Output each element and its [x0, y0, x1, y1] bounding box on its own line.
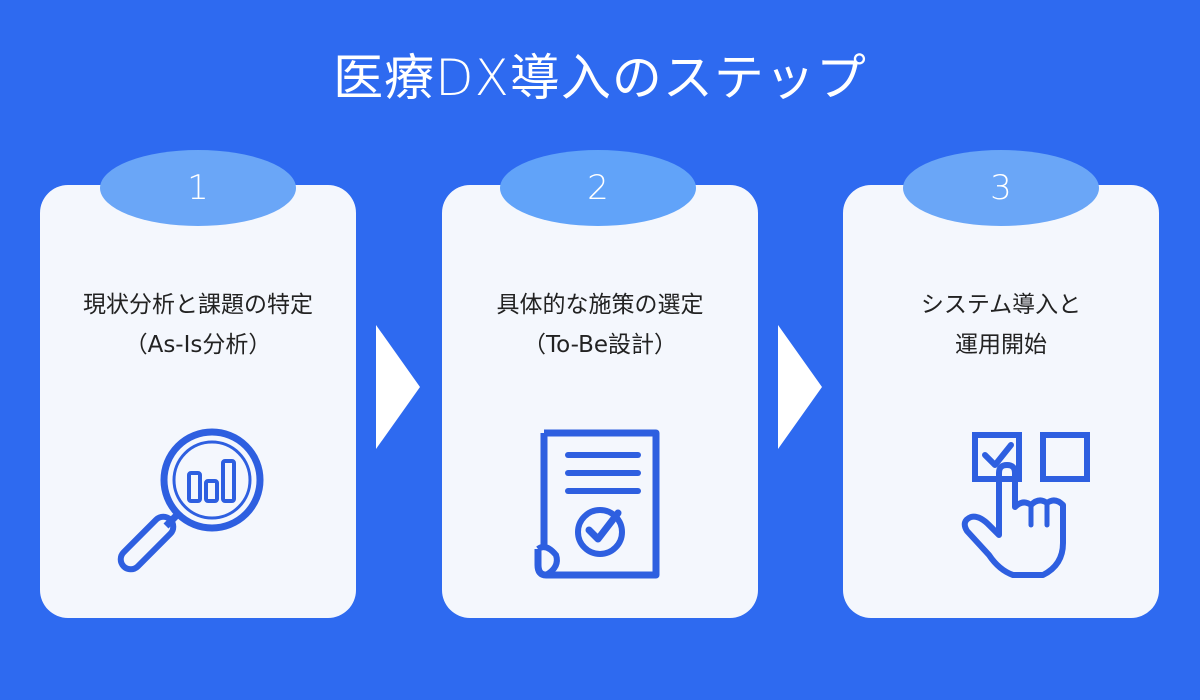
step-card-3: システム導入と 運用開始 — [843, 185, 1159, 618]
page-title: 医療DX導入のステップ — [333, 49, 867, 107]
step-3-line2: 運用開始 — [955, 332, 1047, 358]
arrow-right-icon — [778, 325, 822, 449]
checkbox-hand-icon — [961, 432, 1090, 578]
arrow-right-icon — [376, 325, 420, 449]
step-1-line1: 現状分析と課題の特定 — [83, 292, 313, 318]
step-card-2: 具体的な施策の選定 （To-Be設計） — [442, 185, 758, 618]
step-3-text: システム導入と 運用開始 — [843, 285, 1159, 365]
step-card-1: 現状分析と課題の特定 （As-Is分析） — [40, 185, 356, 618]
step-1-badge: 1 — [100, 150, 296, 226]
step-2-line2: （To-Be設計） — [522, 332, 678, 358]
step-1-line2: （As-Is分析） — [124, 332, 272, 358]
step-2-line1: 具体的な施策の選定 — [496, 292, 704, 318]
step-2-text: 具体的な施策の選定 （To-Be設計） — [442, 285, 758, 365]
magnifier-chart-icon — [117, 428, 264, 573]
step-2-badge: 2 — [500, 150, 696, 226]
document-check-icon — [534, 429, 660, 579]
step-3-badge: 3 — [903, 150, 1099, 226]
step-1-text: 現状分析と課題の特定 （As-Is分析） — [40, 285, 356, 365]
step-3-line1: システム導入と — [920, 292, 1082, 318]
